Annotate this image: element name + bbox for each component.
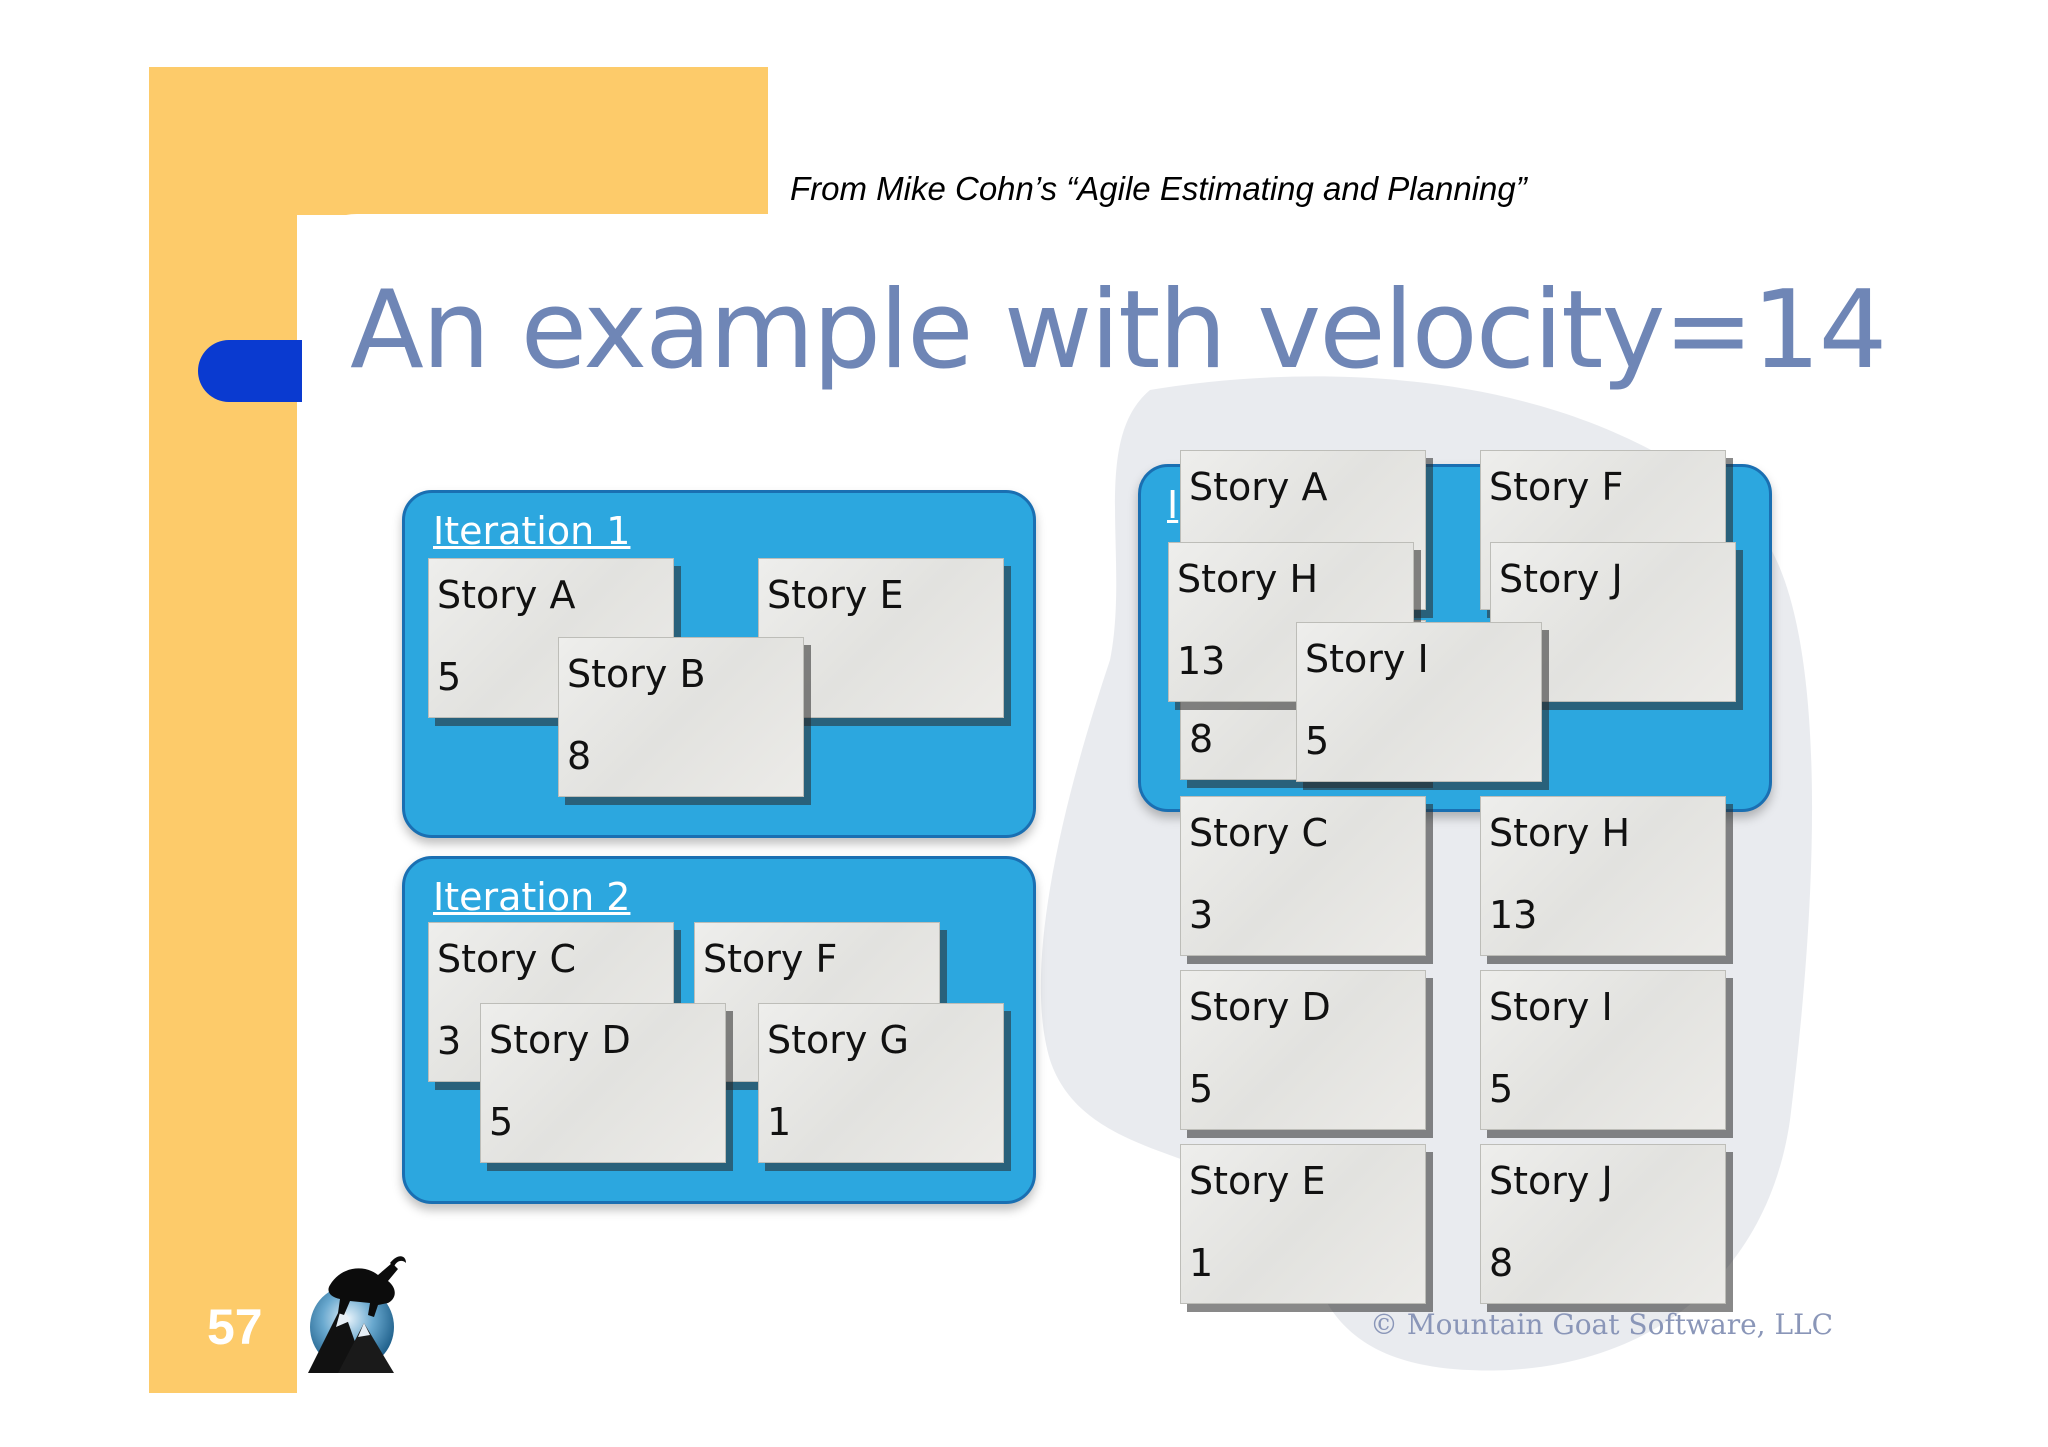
story-name: Story F (703, 937, 838, 981)
slide-tab-marker (198, 340, 302, 402)
story-name: Story J (1489, 1159, 1613, 1203)
slide-title: An example with velocity=14 (350, 268, 1887, 393)
story-points: 13 (1489, 893, 1538, 937)
iteration-label-fragment: I (1167, 483, 1179, 527)
story-name: Story F (1489, 465, 1624, 509)
slide-frame-top (149, 67, 768, 215)
story-name: Story I (1305, 637, 1429, 681)
iteration-label: Iteration 1 (433, 509, 631, 553)
story-points: 5 (1489, 1067, 1514, 1111)
story-points: 5 (437, 655, 462, 699)
story-card: Story D 5 (1180, 970, 1426, 1130)
story-points: 13 (1177, 639, 1226, 683)
story-name: Story J (1499, 557, 1623, 601)
page-number: 57 (207, 1299, 263, 1355)
story-name: Story A (1189, 465, 1328, 509)
story-name: Story I (1489, 985, 1613, 1029)
story-card: Story G 1 (758, 1003, 1004, 1163)
story-name: Story E (1189, 1159, 1326, 1203)
story-points: 8 (1189, 717, 1214, 761)
story-name: Story D (489, 1018, 631, 1062)
story-points: 1 (767, 1100, 792, 1144)
story-name: Story C (1189, 811, 1328, 855)
story-name: Story H (1489, 811, 1631, 855)
story-card: Story I 5 (1296, 622, 1542, 782)
story-name: Story C (437, 937, 576, 981)
story-points: 8 (567, 734, 592, 778)
story-card: Story E 1 (1180, 1144, 1426, 1304)
story-points: 5 (1305, 719, 1330, 763)
story-name: Story E (767, 573, 904, 617)
story-points: 3 (1189, 893, 1214, 937)
story-card: Story C 3 (1180, 796, 1426, 956)
story-points: 5 (1189, 1067, 1214, 1111)
story-name: Story D (1189, 985, 1331, 1029)
story-points: 5 (489, 1100, 514, 1144)
citation-text: From Mike Cohn’s “Agile Estimating and P… (790, 170, 1527, 207)
story-name: Story H (1177, 557, 1319, 601)
story-points: 1 (1189, 1241, 1214, 1285)
story-card: Story D 5 (480, 1003, 726, 1163)
story-card: Story J 8 (1480, 1144, 1726, 1304)
story-points: 8 (1489, 1241, 1514, 1285)
slide-frame-left (149, 67, 297, 1393)
story-card: Story I 5 (1480, 970, 1726, 1130)
mountain-goat-logo-icon (308, 1256, 406, 1373)
story-name: Story A (437, 573, 576, 617)
story-card: Story B 8 (558, 637, 804, 797)
story-points: 3 (437, 1019, 462, 1063)
story-name: Story G (767, 1018, 909, 1062)
story-name: Story B (567, 652, 706, 696)
story-card: Story H 13 (1480, 796, 1726, 956)
copyright-text: © Mountain Goat Software, LLC (1370, 1308, 1834, 1341)
iteration-label: Iteration 2 (433, 875, 631, 919)
